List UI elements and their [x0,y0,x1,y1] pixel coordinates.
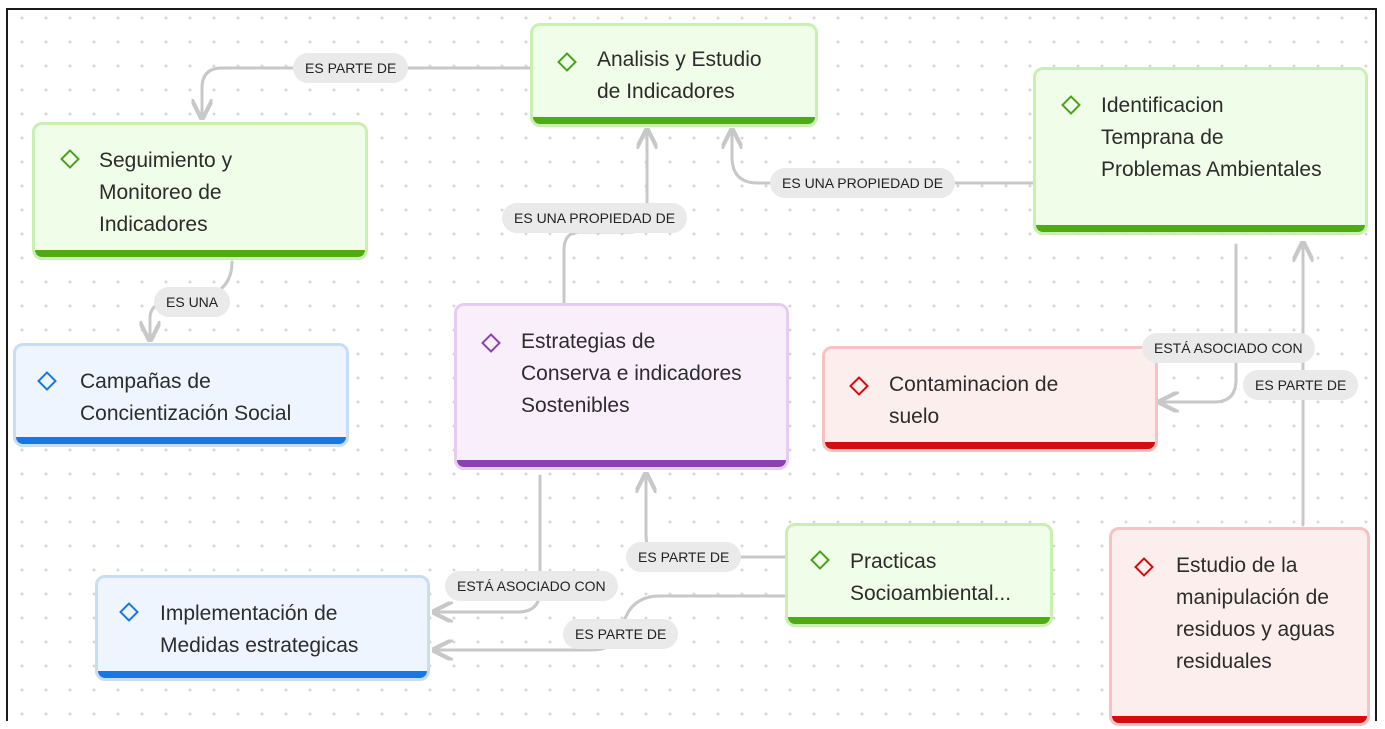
edge-label-estrategias-analisis[interactable]: ES UNA PROPIEDAD DE [502,203,688,233]
node-color-bar [98,671,427,678]
edge-label-seguimiento-campanas[interactable]: ES UNA [154,287,231,317]
node-label: Estudio de la manipulación de residuos y… [1176,554,1335,673]
node-label: Seguimiento y Monitoreo de Indicadores [99,149,233,236]
node-label: Implementación de Medidas estrategicas [160,602,359,657]
node-identificacion-temprana[interactable]: Identificacion Temprana de Problemas Amb… [1033,67,1368,235]
node-seguimiento-monitoreo[interactable]: Seguimiento y Monitoreo de Indicadores [32,122,368,260]
edge-label-practicas-estrategias[interactable]: ES PARTE DE [626,542,742,572]
diamond-icon [1061,95,1081,115]
node-practicas-socioambientales[interactable]: Practicas Socioambiental... [785,523,1053,627]
node-label: Analisis y Estudio de Indicadores [597,48,762,103]
node-estudio-manipulacion-residuos[interactable]: Estudio de la manipulación de residuos y… [1109,527,1370,726]
connector-identificacion-analisis [732,132,1035,185]
connector-identificacion-contaminacion [1162,243,1238,402]
diamond-icon [1134,557,1154,577]
edge-label-identificacion-analisis[interactable]: ES UNA PROPIEDAD DE [770,168,956,198]
node-estrategias-conserva[interactable]: Estrategias de Conserva e indicadores So… [454,303,789,470]
node-label: Contaminacion de suelo [889,373,1059,428]
edge-label-analisis-seguimiento[interactable]: ES PARTE DE [293,53,409,83]
diamond-icon [60,149,80,169]
node-analisis-estudio-indicadores[interactable]: Analisis y Estudio de Indicadores [530,23,818,127]
edge-label-estudio-identificacion[interactable]: ES PARTE DE [1243,370,1359,400]
node-label: Identificacion Temprana de Problemas Amb… [1101,94,1322,181]
node-color-bar [825,442,1155,449]
connector-analisis-seguimiento [202,66,532,116]
node-label: Campañas de Concientización Social [80,370,292,425]
node-color-bar [533,117,815,124]
node-color-bar [16,437,346,444]
diamond-icon [849,376,869,396]
node-color-bar [788,617,1050,624]
diamond-icon [481,333,501,353]
node-color-bar [457,460,786,467]
node-color-bar [1112,716,1367,723]
node-campanas-concientizacion[interactable]: Campañas de Concientización Social [13,343,349,447]
edge-label-identificacion-contaminacion[interactable]: ESTÁ ASOCIADO CON [1142,333,1315,363]
diamond-icon [119,602,139,622]
node-label: Estrategias de Conserva e indicadores So… [521,330,742,417]
diamond-icon [557,52,577,72]
edge-label-estrategias-implementacion[interactable]: ESTÁ ASOCIADO CON [445,571,618,601]
node-color-bar [1036,225,1365,232]
diamond-icon [810,550,830,570]
node-implementacion-medidas[interactable]: Implementación de Medidas estrategicas [95,575,430,681]
diamond-icon [37,371,57,391]
edge-label-practicas-implementacion[interactable]: ES PARTE DE [563,619,679,649]
node-label: Practicas Socioambiental... [850,550,1012,605]
node-color-bar [35,250,365,257]
node-contaminacion-suelo[interactable]: Contaminacion de suelo [822,346,1158,452]
